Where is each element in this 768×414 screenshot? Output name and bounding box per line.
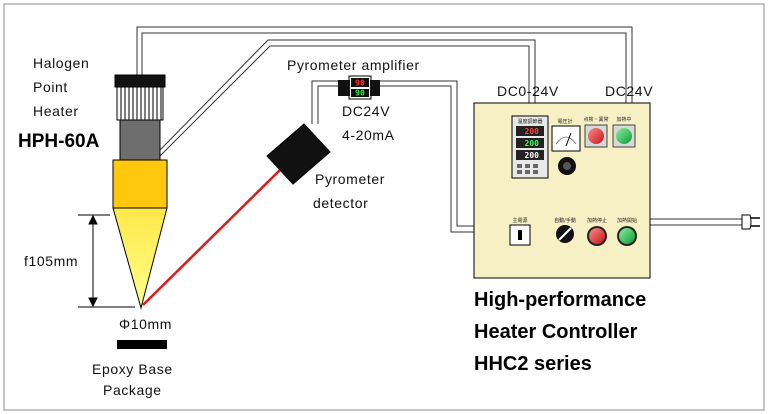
detector-label-line1: Pyrometer <box>315 171 385 187</box>
amplifier-display-top: 90 <box>355 79 365 88</box>
main-switch-label: 主電源 <box>512 217 527 224</box>
temp-controller-label: 温度調節器 <box>517 118 542 125</box>
stop-button-label: 加熱停止 <box>587 217 607 224</box>
indicator-2-label: 加熱中 <box>616 116 631 123</box>
halogen-point-heater <box>112 74 168 310</box>
target-label-line1: Epoxy Base <box>92 361 173 377</box>
voltmeter: 電圧計 <box>551 118 581 152</box>
heater-label-line3: Heater <box>33 103 79 119</box>
main-power-switch: 主電源 <box>509 217 531 246</box>
power-label-left: DC0-24V <box>497 83 559 99</box>
heating-indicator: 加熱中 <box>612 116 636 148</box>
temp-display-2: 200 <box>525 139 540 148</box>
mode-selector-label: 自動/手動 <box>554 217 576 224</box>
power-plug <box>741 214 760 230</box>
heater-controller-panel: 温度調節器 200 200 200 電圧計 点検 <box>473 102 651 279</box>
mode-selector: 自動/手動 <box>554 217 576 243</box>
voltmeter-label: 電圧計 <box>557 118 572 125</box>
amplifier-label: Pyrometer amplifier <box>287 57 420 73</box>
amplifier-spec-line2: 4-20mA <box>342 127 395 143</box>
heater-label-line2: Point <box>33 79 68 95</box>
pyrometer-laser-beam <box>142 169 281 306</box>
pyrometer-detector <box>266 123 331 187</box>
target-label-line2: Package <box>103 382 162 398</box>
spot-size-label: Φ10mm <box>119 316 172 332</box>
temp-display-3: 200 <box>525 151 540 160</box>
amplifier-display-bottom: 90 <box>355 89 365 98</box>
labels: Halogen Point Heater HPH-60A f105mm Φ10m… <box>18 55 653 398</box>
epoxy-package-bar <box>117 340 167 349</box>
heater-label-line1: Halogen <box>33 55 89 71</box>
heater-model: HPH-60A <box>18 131 100 152</box>
focal-distance-label: f105mm <box>24 253 78 269</box>
outer-frame <box>3 3 765 411</box>
heating-start-button: 加熱開始 <box>617 217 637 246</box>
indicator-1-label: 点検・異常 <box>583 116 608 123</box>
power-label-right: DC24V <box>605 83 653 99</box>
temperature-controller: 温度調節器 200 200 200 <box>511 115 549 179</box>
heating-stop-button: 加熱停止 <box>587 217 607 246</box>
temp-display-1: 200 <box>525 127 540 136</box>
amplifier-spec-line1: DC24V <box>342 103 390 119</box>
focal-dimension <box>78 214 135 308</box>
controller-title-line3: HHC2 series <box>474 353 592 375</box>
cables <box>136 26 743 233</box>
detector-label-line2: detector <box>313 195 368 211</box>
pyrometer-amplifier: 90 90 <box>338 75 380 100</box>
controller-title-line1: High-performance <box>474 289 646 311</box>
control-knob <box>558 157 576 175</box>
start-button-label: 加熱開始 <box>617 217 637 224</box>
inspection-indicator: 点検・異常 <box>583 116 609 148</box>
controller-title-line2: Heater Controller <box>474 321 638 343</box>
